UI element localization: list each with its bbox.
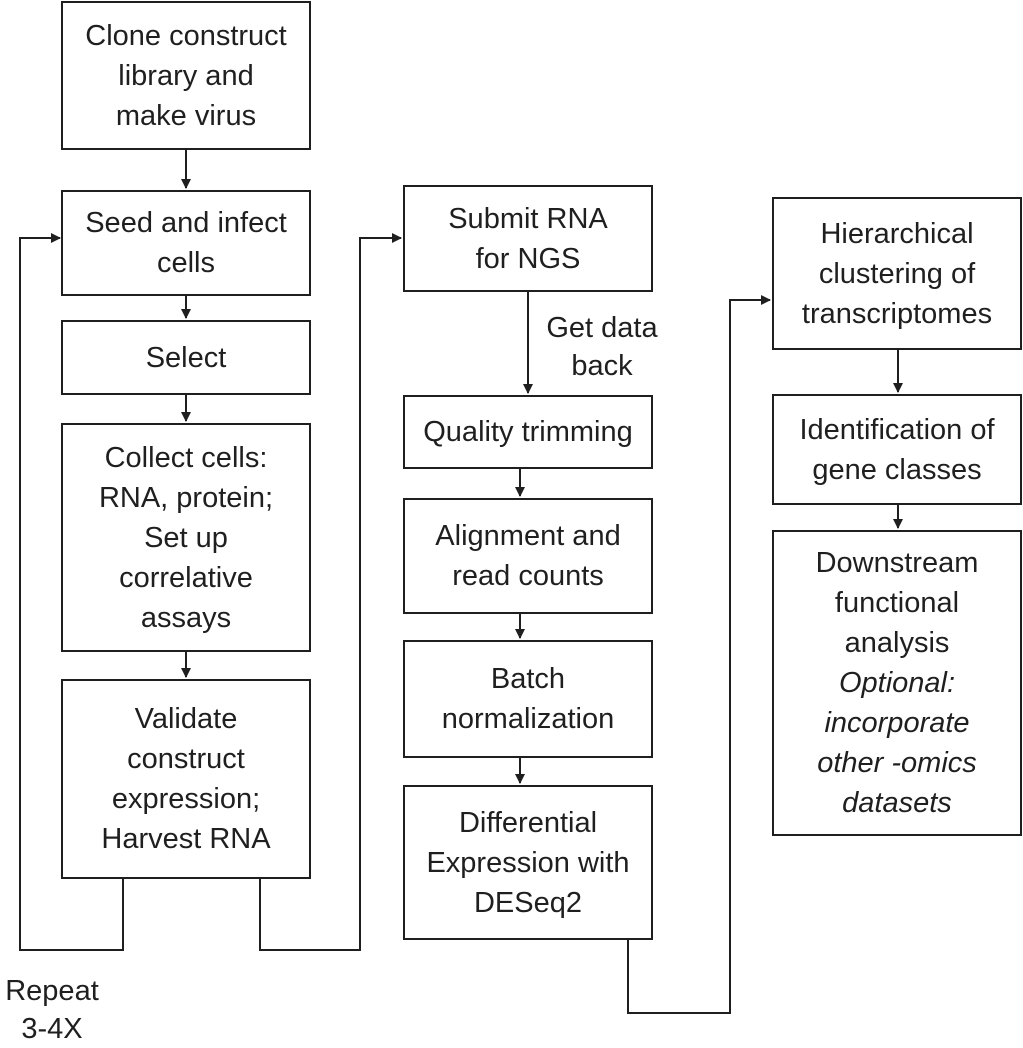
arrow-differential-to-hierarchical	[627, 295, 771, 1014]
box-text-line: Set up	[144, 521, 228, 554]
box-text-line: Batch	[490, 663, 566, 695]
box-text-line-italic: incorporate	[824, 707, 970, 739]
box-text-line: read counts	[452, 560, 604, 592]
box-text-line: correlative	[119, 561, 253, 594]
box-text-line: analysis	[844, 627, 950, 659]
hierarchical-clustering-box: Hierarchical clustering of transcriptome…	[772, 197, 1022, 350]
box-text-line: Quality trimming	[423, 416, 633, 448]
downstream-analysis-box: Downstream functional analysis Optional:…	[772, 530, 1022, 836]
box-text-line: Harvest RNA	[101, 823, 271, 855]
box-text-line: Alignment and	[435, 520, 621, 552]
box-text-line: Seed and infect	[85, 207, 287, 239]
box-text-line: DESeq2	[473, 886, 582, 919]
get-data-back-label: Get data back	[534, 309, 670, 385]
box-text-line: Identification of	[799, 413, 995, 446]
box-text-line: Collect cells:	[104, 441, 268, 474]
box-text-line-italic: datasets	[842, 787, 952, 819]
box-text-line: gene classes	[812, 453, 982, 486]
arrow-validate-to-submit	[259, 233, 402, 951]
validate-construct-box: Validate construct expression; Harvest R…	[61, 679, 311, 879]
box-text-line: make virus	[115, 99, 257, 132]
box-text-line: for NGS	[475, 242, 581, 275]
clone-construct-box: Clone construct library and make virus	[61, 1, 311, 150]
box-text-line: Submit RNA	[448, 202, 608, 235]
repeat-loop-arrow	[19, 233, 124, 951]
box-text-line: Clone construct	[85, 19, 287, 52]
seed-infect-box: Seed and infect cells	[61, 190, 311, 296]
identification-box: Identification of gene classes	[772, 394, 1022, 505]
box-text-line: construct	[127, 743, 245, 775]
box-text-line: normalization	[441, 703, 615, 735]
box-text-line: functional	[834, 587, 960, 619]
submit-rna-box: Submit RNA for NGS	[403, 185, 653, 292]
label-line: 3-4X	[21, 1013, 83, 1045]
box-text-line: Expression with	[426, 846, 630, 879]
box-text-line: clustering of	[818, 257, 976, 290]
label-line: Repeat	[5, 975, 99, 1007]
box-text-line-italic: Optional:	[838, 667, 956, 699]
box-text-line: Select	[145, 341, 227, 374]
batch-normalization-box: Batch normalization	[403, 640, 653, 758]
label-line: Get data	[546, 312, 658, 344]
repeat-label: Repeat 3-4X	[0, 972, 104, 1048]
select-box: Select	[61, 320, 311, 395]
box-text-line: assays	[140, 601, 232, 634]
box-text-line: Differential	[458, 806, 598, 839]
box-text-line: Validate	[134, 703, 238, 735]
alignment-box: Alignment and read counts	[403, 498, 653, 614]
box-text-line: RNA, protein;	[98, 481, 274, 514]
quality-trimming-box: Quality trimming	[403, 395, 653, 469]
box-text-line: library and	[118, 59, 254, 92]
collect-cells-box: Collect cells: RNA, protein; Set up corr…	[61, 423, 311, 652]
label-line: back	[571, 350, 633, 382]
box-text-line: transcriptomes	[801, 297, 993, 330]
box-text-line: Hierarchical	[820, 217, 974, 250]
box-text-line-italic: other -omics	[817, 747, 977, 779]
box-text-line: Downstream	[815, 547, 979, 579]
box-text-line: cells	[156, 247, 215, 279]
differential-expression-box: Differential Expression with DESeq2	[403, 785, 653, 940]
box-text-line: expression;	[111, 783, 261, 815]
